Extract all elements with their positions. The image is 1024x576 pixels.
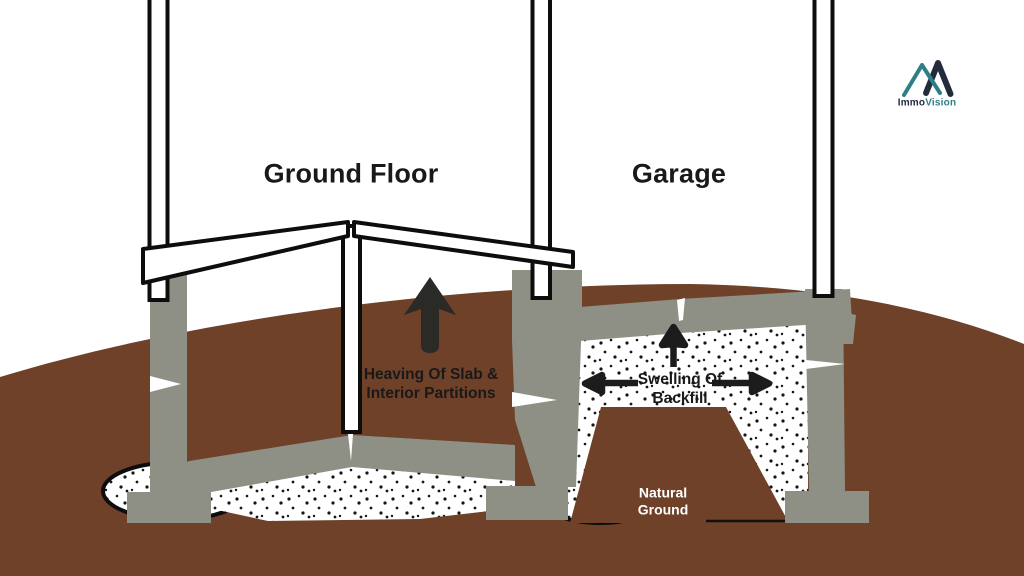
swelling-annotation: Swelling Of Backfill — [638, 370, 722, 408]
ground-floor-left-wall — [147, 0, 170, 302]
logo-wordmark-part1: Immo — [897, 97, 926, 109]
interior-partition — [341, 224, 362, 434]
ground-floor-label: Ground Floor — [263, 158, 439, 189]
swelling-annotation-line1: Swelling Of — [637, 371, 723, 388]
garage-slab-crack — [677, 298, 685, 321]
heaved-floor-slab-left — [141, 220, 350, 285]
natural-ground-line2: Ground — [637, 501, 689, 517]
swell-up-arrow-icon — [658, 323, 689, 367]
swelling-annotation-line2: Backfill — [652, 390, 708, 407]
middle-foundation-wall — [512, 270, 582, 487]
garage-right-wall — [812, 0, 835, 298]
middle-footing — [486, 486, 568, 520]
heave-up-arrow-icon — [404, 277, 456, 353]
left-footing — [127, 492, 211, 523]
logo-wordmark-part2: Vision — [925, 97, 957, 109]
heaving-annotation: Heaving Of Slab & Interior Partitions — [364, 365, 498, 403]
heaving-annotation-line2: Interior Partitions — [366, 385, 496, 402]
natural-ground-line1: Natural — [638, 484, 688, 501]
swell-left-arrow-icon — [581, 371, 638, 396]
right-foundation-shoulder — [843, 312, 856, 344]
mountain-logo-icon — [902, 60, 954, 97]
right-foundation-wall — [805, 289, 845, 492]
basement-slab-crack — [348, 434, 353, 461]
garage-label: Garage — [631, 158, 727, 189]
right-footing — [785, 491, 869, 523]
swell-right-arrow-icon — [712, 371, 773, 396]
shared-middle-wall — [530, 0, 552, 300]
basement-slab — [183, 435, 515, 497]
natural-ground-wedge — [570, 407, 789, 523]
heaving-annotation-line1: Heaving Of Slab & — [363, 366, 499, 383]
middle-wall-crack — [512, 392, 557, 407]
left-wall-crack — [150, 376, 181, 392]
garage-slab — [518, 289, 852, 346]
natural-ground-label: Natural Ground — [638, 485, 689, 518]
logo-wordmark: ImmoVision — [898, 98, 957, 109]
heaved-floor-slab-right — [352, 220, 575, 269]
right-wall-crack — [806, 360, 845, 369]
